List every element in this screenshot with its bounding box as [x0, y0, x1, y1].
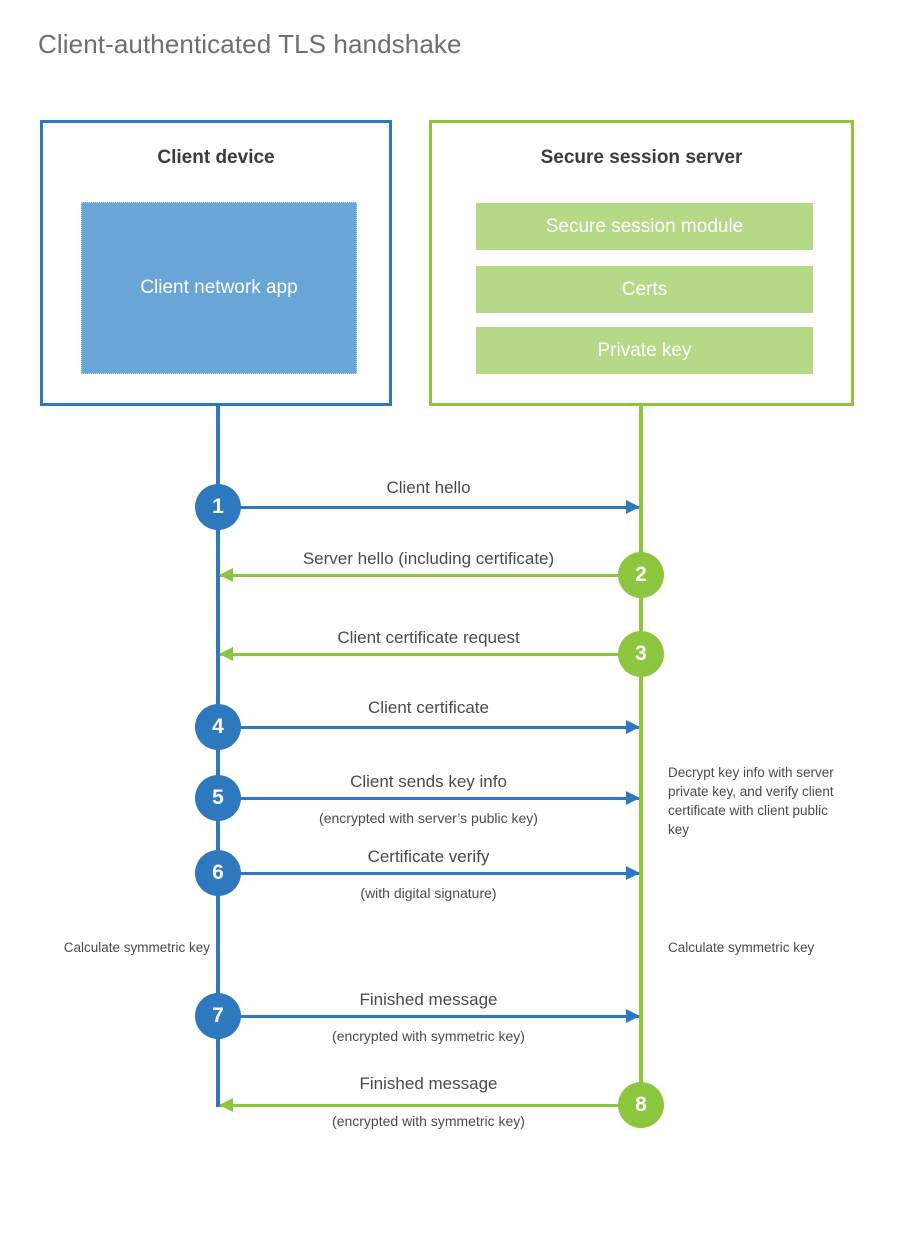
secure-session-server-box: Secure session server Secure session mod… — [429, 120, 854, 406]
message-6-arrow — [218, 866, 640, 880]
arrowhead-right-icon — [626, 866, 640, 880]
note-client-calculate-symmetric-key: Calculate symmetric key — [63, 940, 210, 955]
message-5-sublabel: (encrypted with server’s public key) — [319, 810, 538, 826]
message-1-arrow — [218, 500, 640, 514]
message-2-arrow — [219, 568, 641, 582]
step-badge-7: 7 — [195, 993, 241, 1039]
message-4-arrow — [218, 720, 640, 734]
server-module-certs: Certs — [476, 266, 813, 313]
step-badge-4: 4 — [195, 704, 241, 750]
arrowhead-left-icon — [219, 1098, 233, 1112]
server-module-private-key: Private key — [476, 327, 813, 374]
server-lifeline — [639, 405, 643, 1107]
message-7-sublabel: (encrypted with symmetric key) — [332, 1028, 525, 1044]
message-7-arrow — [218, 1009, 640, 1023]
message-3-arrow — [219, 647, 641, 661]
server-module-secure-session-module: Secure session module — [476, 203, 813, 250]
arrowhead-left-icon — [219, 647, 233, 661]
message-4-label: Client certificate — [368, 698, 489, 717]
arrowhead-left-icon — [219, 568, 233, 582]
step-badge-8: 8 — [618, 1082, 664, 1128]
arrowhead-right-icon — [626, 720, 640, 734]
step-badge-2: 2 — [618, 552, 664, 598]
message-2-label: Server hello (including certificate) — [302, 549, 555, 568]
client-device-title: Client device — [157, 147, 275, 168]
message-8-arrow — [219, 1098, 641, 1112]
step-badge-1: 1 — [195, 484, 241, 530]
message-8-label: Finished message — [359, 1074, 498, 1093]
secure-session-server-title: Secure session server — [540, 147, 743, 168]
client-lifeline — [216, 405, 220, 1107]
message-5-label: Client sends key info — [350, 772, 507, 791]
message-1-label: Client hello — [386, 478, 471, 497]
client-device-box: Client device Client network app — [40, 120, 392, 406]
message-6-label: Certificate verify — [367, 847, 490, 866]
note-server-calculate-symmetric-key: Calculate symmetric key — [668, 940, 815, 955]
arrowhead-right-icon — [626, 500, 640, 514]
note-server-decrypt-verify: Decrypt key info with server private key… — [668, 765, 834, 838]
step-badge-6: 6 — [195, 850, 241, 896]
arrowhead-right-icon — [626, 791, 640, 805]
page-title: Client-authenticated TLS handshake — [38, 29, 462, 59]
message-5-arrow — [218, 791, 640, 805]
message-7-label: Finished message — [359, 990, 498, 1009]
step-badge-5: 5 — [195, 775, 241, 821]
client-network-app-block: Client network app — [81, 202, 357, 374]
step-badge-3: 3 — [618, 631, 664, 677]
message-3-label: Client certificate request — [337, 628, 520, 647]
arrowhead-right-icon — [626, 1009, 640, 1023]
message-8-sublabel: (encrypted with symmetric key) — [332, 1113, 525, 1129]
message-6-sublabel: (with digital signature) — [360, 885, 497, 901]
